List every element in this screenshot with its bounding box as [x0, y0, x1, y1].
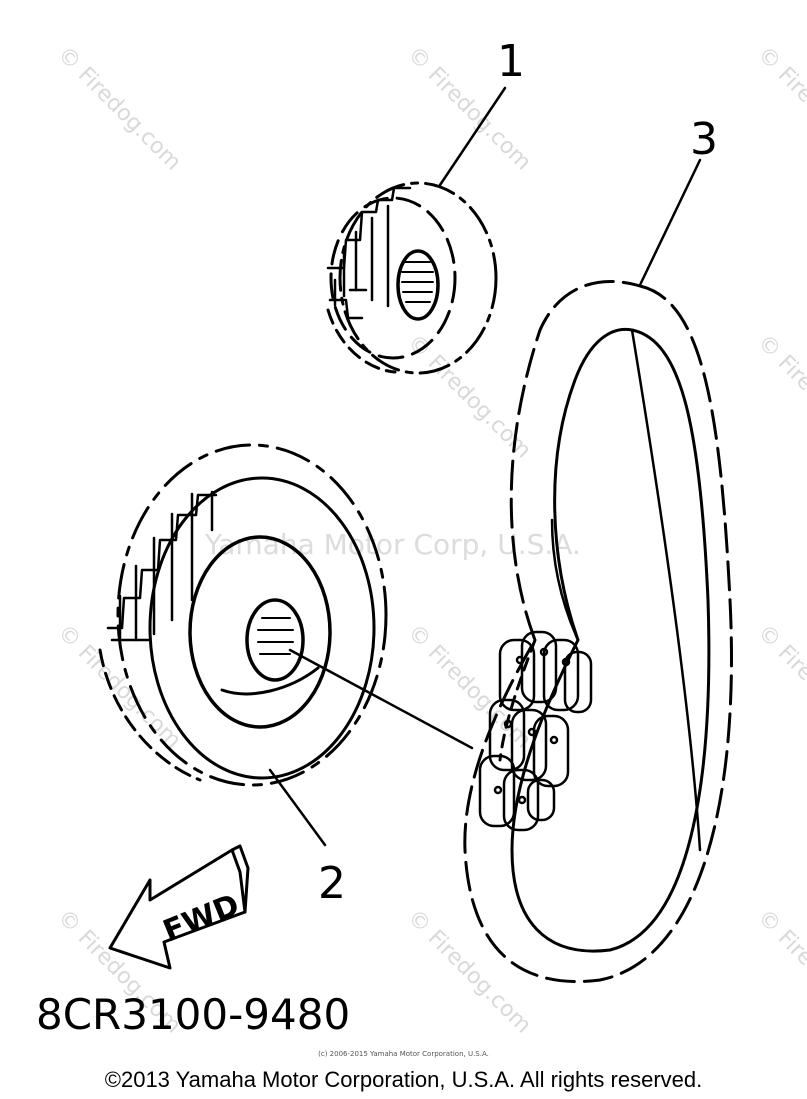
diagram-part-number: 8CR3100-9480 [36, 990, 351, 1039]
footer-copyright: ©2013 Yamaha Motor Corporation, U.S.A. A… [104, 1067, 703, 1092]
large-sprocket [98, 443, 388, 787]
leader-line-part1 [438, 86, 507, 187]
leader-line-part2 [268, 768, 327, 847]
fwd-arrow-icon [108, 844, 250, 970]
callout-part2: 2 [318, 858, 346, 909]
large-sprocket-teeth [106, 490, 218, 642]
watermark-center: Yamaha Motor Corp, U.S.A. [205, 528, 581, 561]
small-sprocket-teeth [326, 186, 412, 320]
callout-part1: 1 [497, 36, 525, 87]
leader-line-part3 [638, 158, 702, 287]
leader-lines [268, 86, 702, 847]
chain-links [478, 630, 593, 832]
callout-part3: 3 [690, 114, 718, 165]
drive-chain [463, 279, 733, 983]
small-copyright: (c) 2006-2015 Yamaha Motor Corporation, … [318, 1050, 489, 1058]
small-sprocket [326, 181, 498, 375]
fwd-label: FWD [158, 888, 244, 950]
leader-line-chain [288, 648, 474, 750]
